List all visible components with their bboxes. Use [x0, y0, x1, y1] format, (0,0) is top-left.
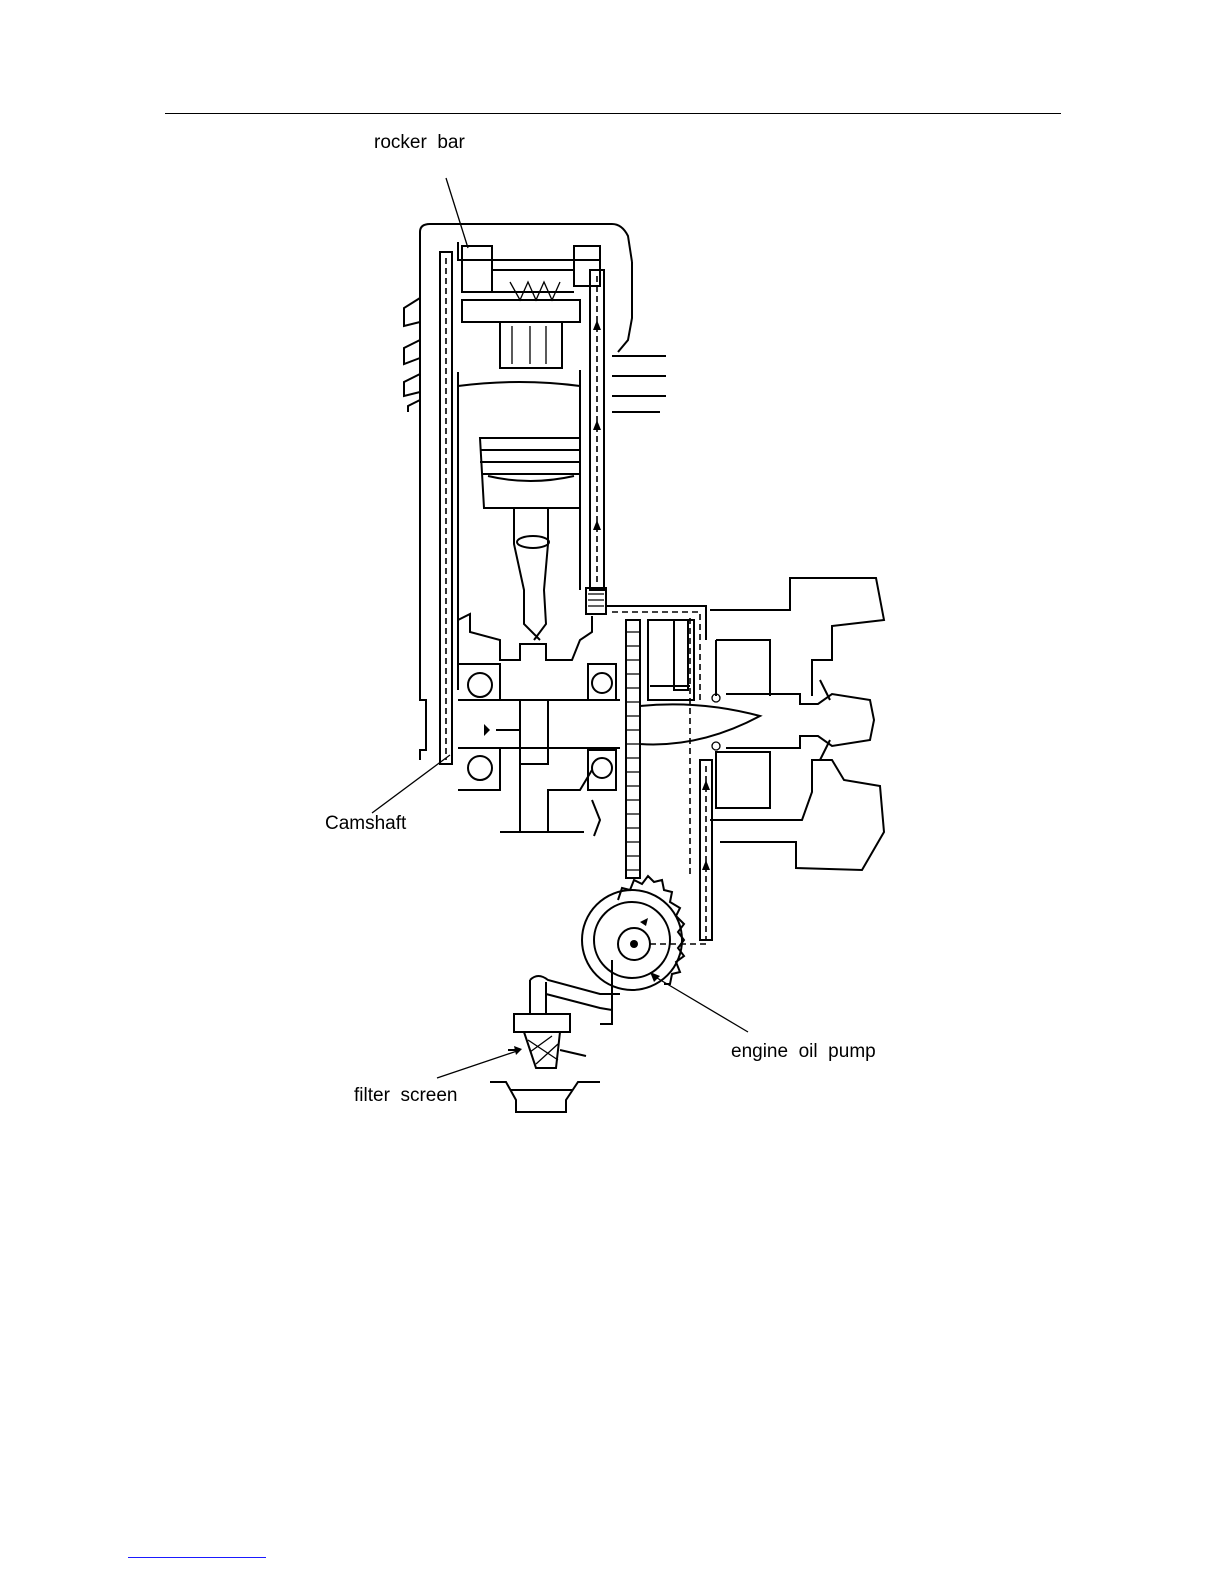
camshaft-label: Camshaft [325, 814, 406, 833]
filter-screen [490, 976, 620, 1112]
primary-chain [626, 620, 640, 878]
cam-chain [440, 252, 452, 764]
oil-passage-to-head [586, 270, 606, 614]
engine-oil-pump-label: engine oil pump [731, 1042, 876, 1061]
crankcase [420, 614, 620, 836]
piston [480, 438, 580, 640]
rocker-bar-label: rocker bar [374, 133, 465, 152]
engine-oil-pump [582, 876, 706, 1024]
footnote-rule [128, 1557, 266, 1558]
clutch-assembly [606, 578, 884, 876]
oil-passage-right [700, 760, 712, 940]
leader-lines [372, 178, 748, 1078]
filter-screen-label: filter screen [354, 1086, 457, 1105]
